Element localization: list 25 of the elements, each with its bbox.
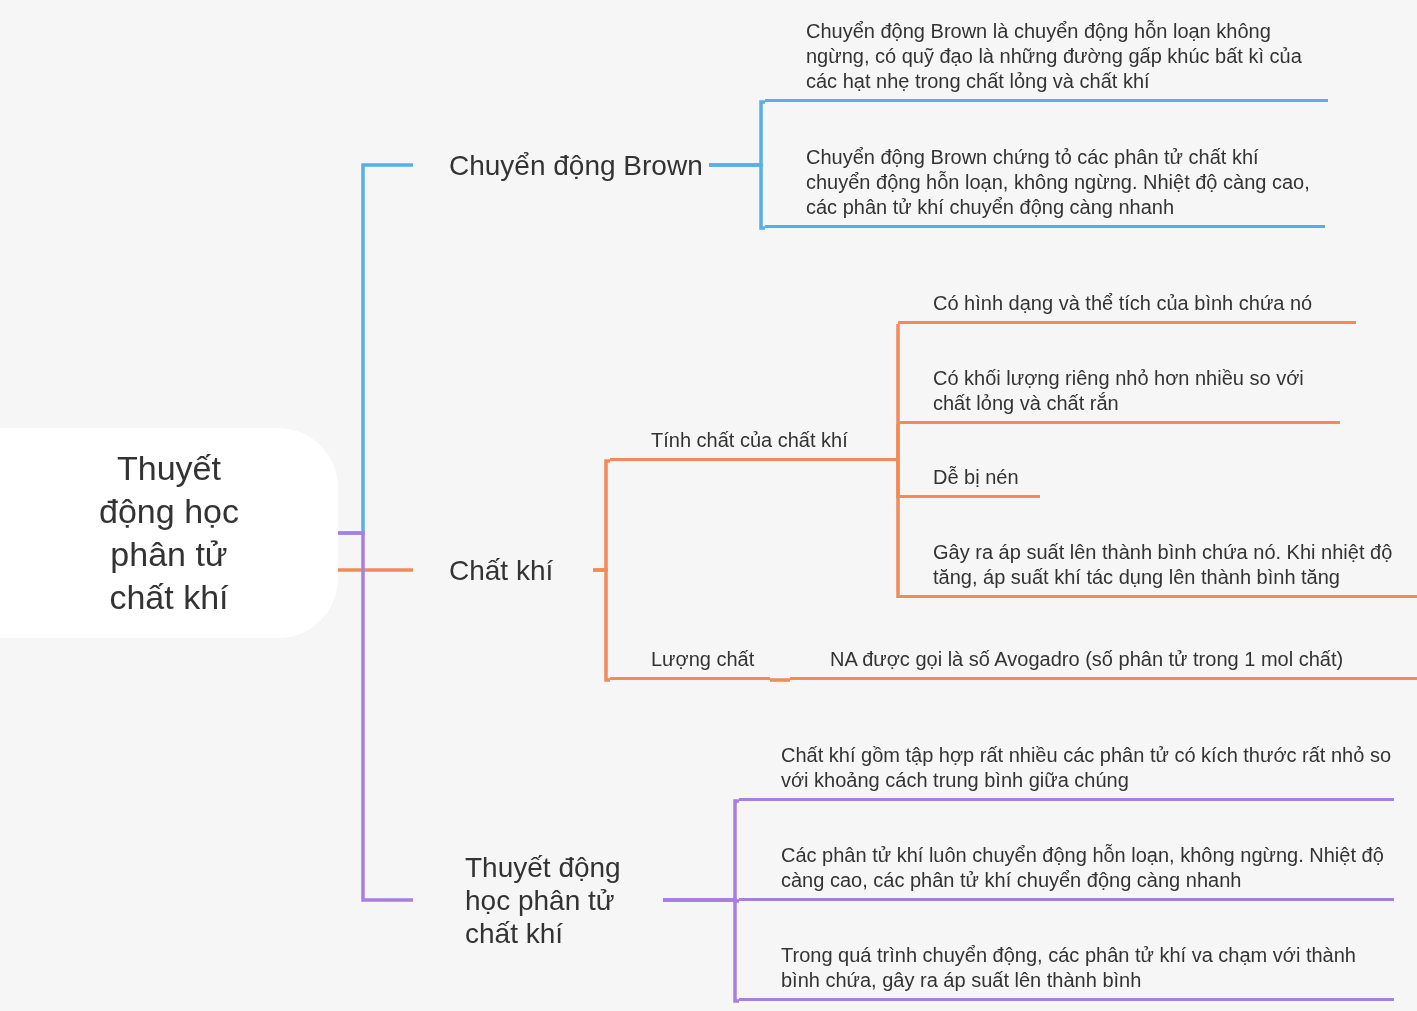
- connector-line: [338, 531, 413, 902]
- topic-text: Dễ bị nén: [933, 465, 1019, 490]
- topic-text: Tính chất của chất khí: [651, 428, 848, 453]
- topic-text: NA được gọi là số Avogadro (số phân tử trong 1 mol chất): [830, 647, 1344, 672]
- topic-text: Gây ra áp suất lên thành bình chứa nó. Khi nhiệt độ tăng, áp suất khí tác dụng lên thành bình tăng: [933, 540, 1394, 590]
- topic-text: Chuyển động Brown: [449, 148, 703, 182]
- connector-line: [593, 568, 610, 682]
- connector-line: [338, 568, 413, 572]
- connector-line: [663, 898, 739, 1003]
- connector-line: [770, 678, 790, 682]
- topic-text: Chất khí gồm tập hợp rất nhiều các phân tử có kích thước rất nhỏ so với khoảng cách trung bình giữa chúng: [781, 743, 1392, 793]
- connector-line: [709, 163, 765, 230]
- topic-text: Có khối lượng riêng nhỏ hơn nhiều so với chất lỏng và chất rắn: [933, 366, 1305, 416]
- topic-text: Có hình dạng và thể tích của bình chứa nó: [933, 291, 1313, 316]
- connector-line: [896, 424, 900, 461]
- topic-text: Thuyết động học phân tử chất khí: [465, 850, 622, 950]
- connector-line: [896, 461, 900, 598]
- topic-text: Chất khí: [449, 553, 554, 587]
- topic-text: Thuyết động học phân tử chất khí: [98, 448, 240, 618]
- root-topic-box: [0, 428, 338, 638]
- topic-text: Các phân tử khí luôn chuyển động hỗn loạn, không ngừng. Nhiệt độ càng cao, các phân tử khí chuyển động càng nhanh: [781, 843, 1385, 893]
- topic-text: Chuyển động Brown chứng tỏ các phân tử chất khí chuyển động hỗn loạn, không ngừng. Nhiệt độ càng cao, các phân tử khí chuyển động càng nhanh: [806, 145, 1311, 220]
- topic-text: Lượng chất: [651, 647, 755, 672]
- topic-text: Trong quá trình chuyển động, các phân tử khí va chạm với thành bình chứa, gây ra áp suất lên thành bình: [781, 943, 1357, 993]
- topic-text: Chuyển động Brown là chuyển động hỗn loạn không ngừng, có quỹ đạo là những đường gấp khúc bất kì của các hạt nhẹ trong chất lỏng và chất khí: [806, 19, 1303, 94]
